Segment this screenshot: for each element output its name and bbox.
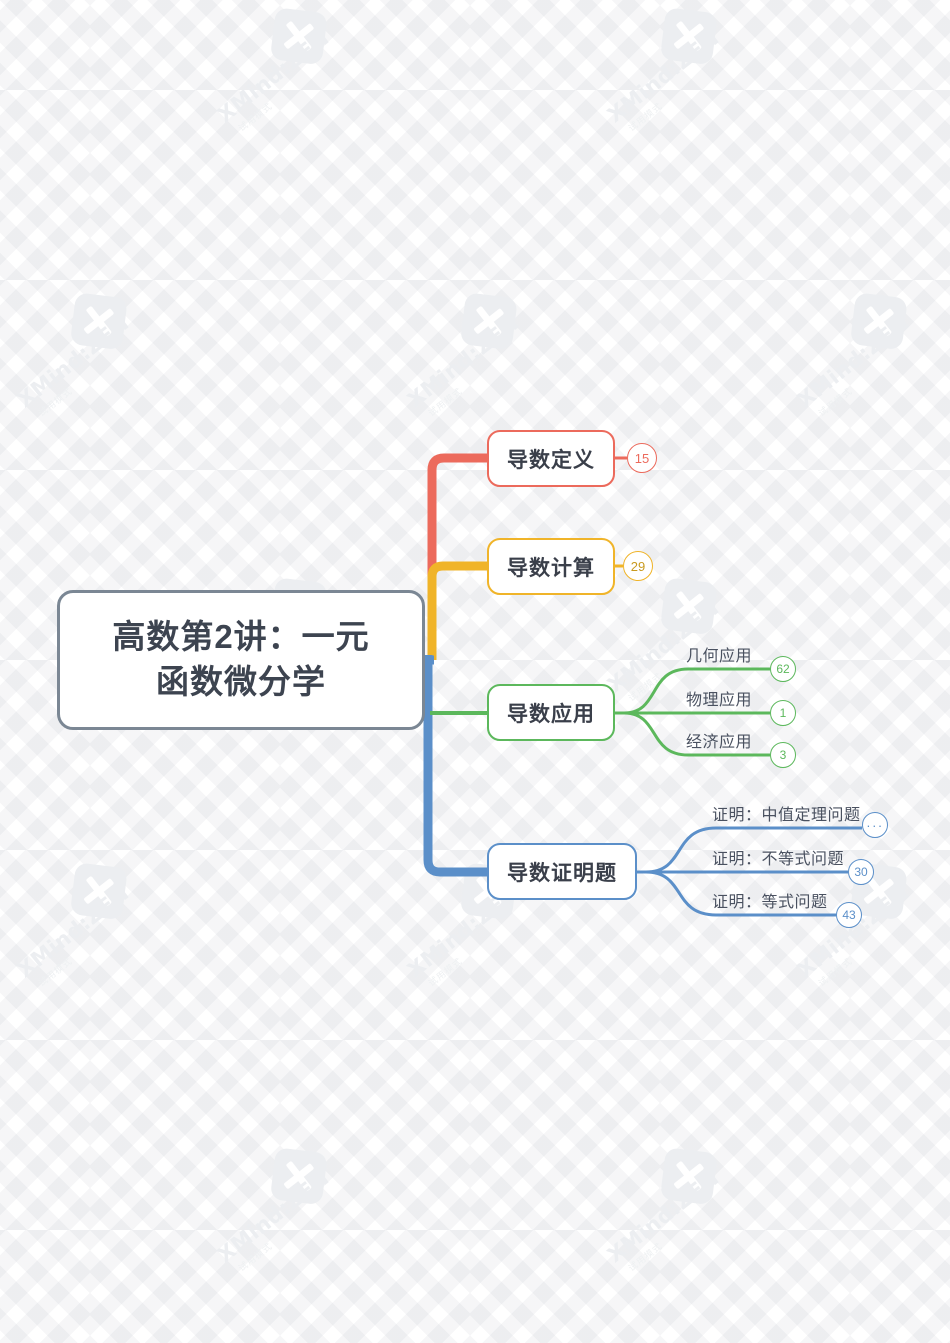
badge-physics-application[interactable]: 1 xyxy=(770,700,796,726)
branch-label: 导数计算 xyxy=(507,556,595,580)
leaf-node-economics-application[interactable]: 经济应用 xyxy=(686,727,752,751)
leaf-label: 证明：不等式问题 xyxy=(712,851,845,868)
leaf-label: 物理应用 xyxy=(686,692,753,709)
branch-label: 导数应用 xyxy=(507,702,595,726)
badge-proof-mean-value-theorem[interactable]: ··· xyxy=(862,812,888,838)
branch-node-derivative-application[interactable]: 导数应用 xyxy=(487,684,615,741)
leaf-node-physics-application[interactable]: 物理应用 xyxy=(686,685,752,709)
badge-economics-application[interactable]: 3 xyxy=(770,742,796,768)
leaf-label: 证明：等式问题 xyxy=(712,894,828,911)
leaf-label: 经济应用 xyxy=(686,734,753,751)
branch-node-derivative-proof[interactable]: 导数证明题 xyxy=(487,843,637,900)
leaf-node-proof-inequality[interactable]: 证明：不等式问题 xyxy=(712,844,844,868)
branch-node-derivative-calculation[interactable]: 导数计算 xyxy=(487,538,615,595)
leaf-label: 几何应用 xyxy=(686,648,753,665)
leaf-node-proof-mean-value-theorem[interactable]: 证明：中值定理问题 xyxy=(712,800,861,824)
badge-geometric-application[interactable]: 62 xyxy=(770,656,796,682)
branch-label: 导数证明题 xyxy=(507,861,617,885)
badge-proof-equality[interactable]: 43 xyxy=(836,902,862,928)
root-node[interactable]: 高数第2讲：一元 函数微分学 xyxy=(57,590,425,730)
root-node-label: 高数第2讲：一元 函数微分学 xyxy=(112,618,370,700)
badge-derivative-definition[interactable]: 15 xyxy=(627,443,657,473)
leaf-node-proof-equality[interactable]: 证明：等式问题 xyxy=(712,887,828,911)
badge-proof-inequality[interactable]: 30 xyxy=(848,859,874,885)
leaf-node-geometric-application[interactable]: 几何应用 xyxy=(686,641,752,665)
leaf-label: 证明：中值定理问题 xyxy=(712,807,861,824)
branch-node-derivative-definition[interactable]: 导数定义 xyxy=(487,430,615,487)
badge-derivative-calculation[interactable]: 29 xyxy=(623,551,653,581)
branch-label: 导数定义 xyxy=(507,448,595,472)
